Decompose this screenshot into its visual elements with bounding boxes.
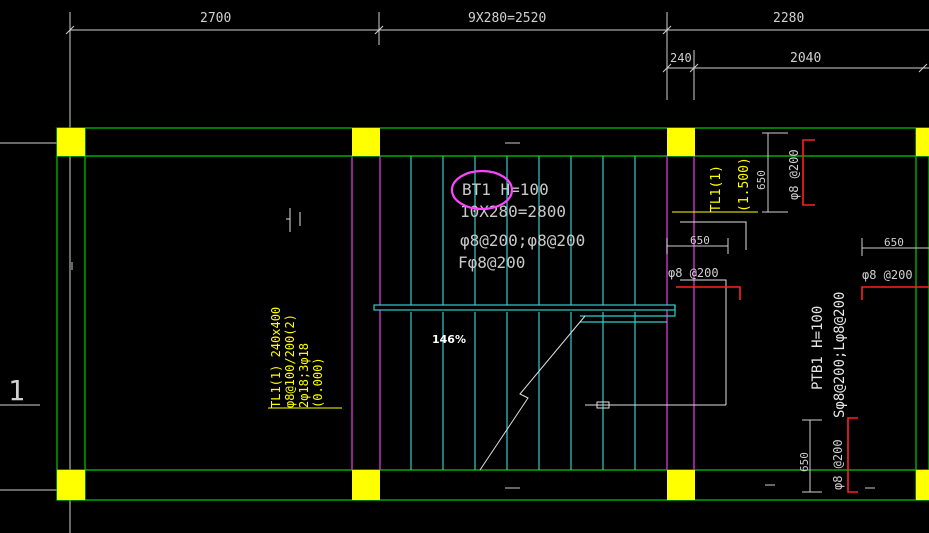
dim-right-650-a: 650: [755, 170, 768, 190]
stair-rebar-dist: Fφ8@200: [458, 253, 525, 272]
rebar-label-right-mid: φ8 @200: [862, 268, 913, 282]
zoom-level-indicator: 146%: [432, 333, 466, 346]
axis-label: 1: [8, 374, 25, 407]
dim-right-650-b: 650: [884, 236, 904, 249]
tl-left-line2: φ8@100/200(2): [283, 314, 297, 408]
dim-bottom-650: 650: [798, 452, 811, 472]
wall-lines: [351, 156, 695, 470]
dim-sub-right: 2040: [790, 51, 821, 66]
dim-top-left: 2700: [200, 11, 231, 26]
stair-handrail: [373, 304, 676, 323]
dim-top-right: 2280: [773, 11, 804, 26]
rebar-label-mid: φ8 @200: [668, 266, 719, 280]
ptb-line1: PTB1 H=100: [810, 306, 826, 390]
rebar-label-bottom: φ8 @200: [831, 439, 845, 490]
stair-name: BT1 H=100: [462, 180, 549, 199]
tl-right-line1: TL1(1): [709, 165, 724, 212]
dim-sub-left: 240: [670, 51, 692, 65]
stair-break-line: [286, 208, 747, 471]
dimension-lines: [0, 12, 929, 533]
rebar-shapes: [676, 139, 929, 493]
beam-tl-left-annotation: TL1(1) 240x400 φ8@100/200(2) 2φ18;3φ18 (…: [269, 307, 325, 408]
tl-right-line2: (1.500): [737, 157, 752, 212]
rebar-dims: [666, 132, 929, 493]
axis-marks: [71, 142, 875, 489]
beam-outlines: [56, 127, 929, 501]
columns: [57, 128, 929, 500]
tl-left-line4: (0.000): [311, 357, 325, 408]
dim-mid-650: 650: [690, 234, 710, 247]
ptb-line2: Sφ8@200;Lφ8@200: [832, 292, 848, 418]
tl-left-line3: 2φ18;3φ18: [297, 343, 311, 408]
stair-steps: 10X280=2800: [460, 202, 566, 221]
tl-left-line1: TL1(1) 240x400: [269, 307, 283, 408]
highlight-circle: [450, 169, 514, 211]
beam-tl-right-annotation: TL1(1) (1.500): [709, 157, 752, 212]
stair-rebar-main: φ8@200;φ8@200: [460, 231, 585, 250]
stair-treads: [410, 156, 636, 470]
ptb-annotation: PTB1 H=100 Sφ8@200;Lφ8@200: [810, 292, 848, 418]
dim-top-center: 9X280=2520: [468, 11, 546, 26]
rebar-label-right-top: φ8 @200: [787, 149, 801, 200]
